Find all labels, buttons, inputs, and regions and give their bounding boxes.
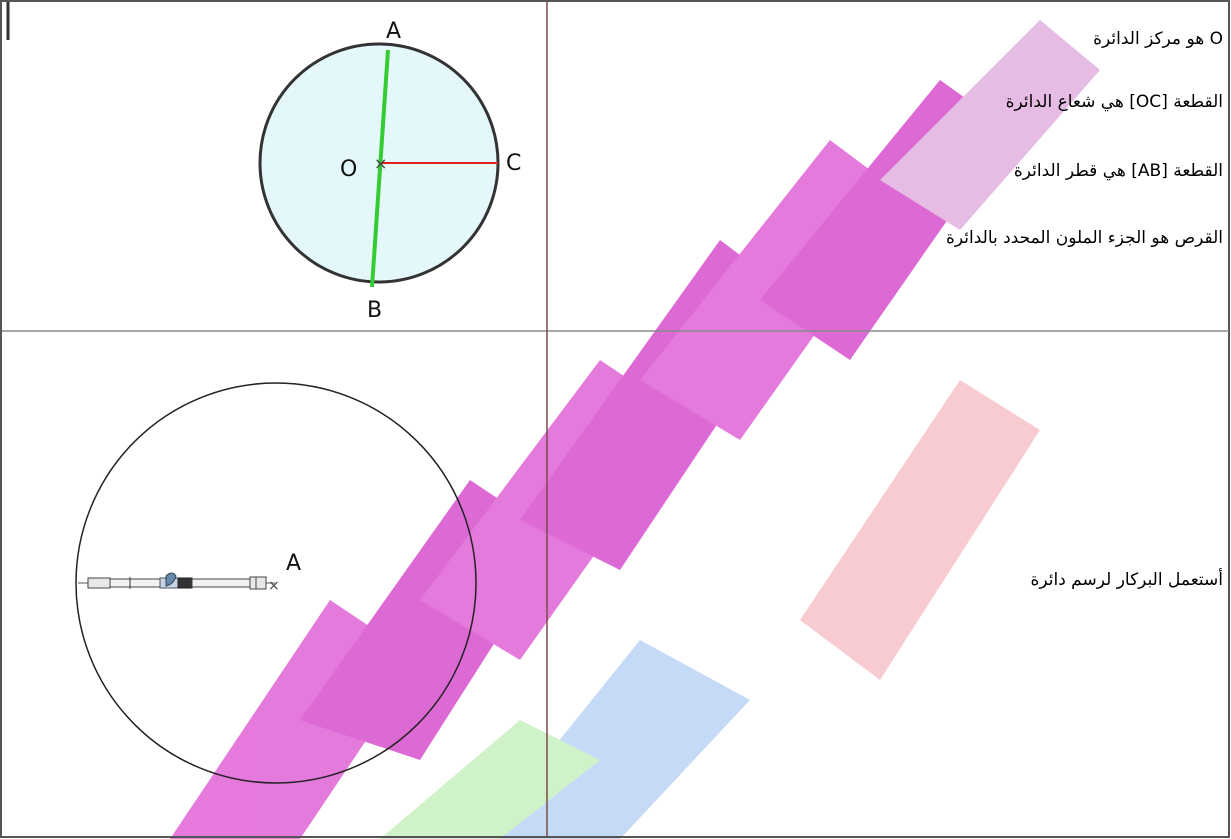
text-disc-definition: القرص هو الجزء الملون المحدد بالدائرة bbox=[945, 228, 1223, 248]
center-mark: × bbox=[374, 154, 387, 173]
circle-diagram-top: × A B C O bbox=[258, 19, 521, 323]
label-a: A bbox=[386, 19, 401, 44]
label-b: B bbox=[367, 298, 382, 323]
label-a-bottom: A bbox=[286, 551, 301, 576]
text-radius-definition: القطعة [OC] هي شعاع الدائرة bbox=[1005, 92, 1223, 112]
compass-icon bbox=[78, 572, 275, 590]
compass-diagram-bottom: × A bbox=[75, 382, 477, 784]
diameter-ab bbox=[370, 49, 390, 288]
center-mark-bottom: × bbox=[268, 578, 280, 594]
label-o: O bbox=[340, 157, 357, 182]
text-center-definition: O هو مركز الدائرة bbox=[1093, 29, 1223, 49]
label-c: C bbox=[506, 151, 521, 176]
drawn-circle bbox=[75, 382, 477, 784]
text-diameter-definition: القطعة [AB] هي قطر الدائرة bbox=[1013, 161, 1223, 181]
text-compass-instruction: أستعمل البركار لرسم دائرة bbox=[1030, 570, 1223, 590]
